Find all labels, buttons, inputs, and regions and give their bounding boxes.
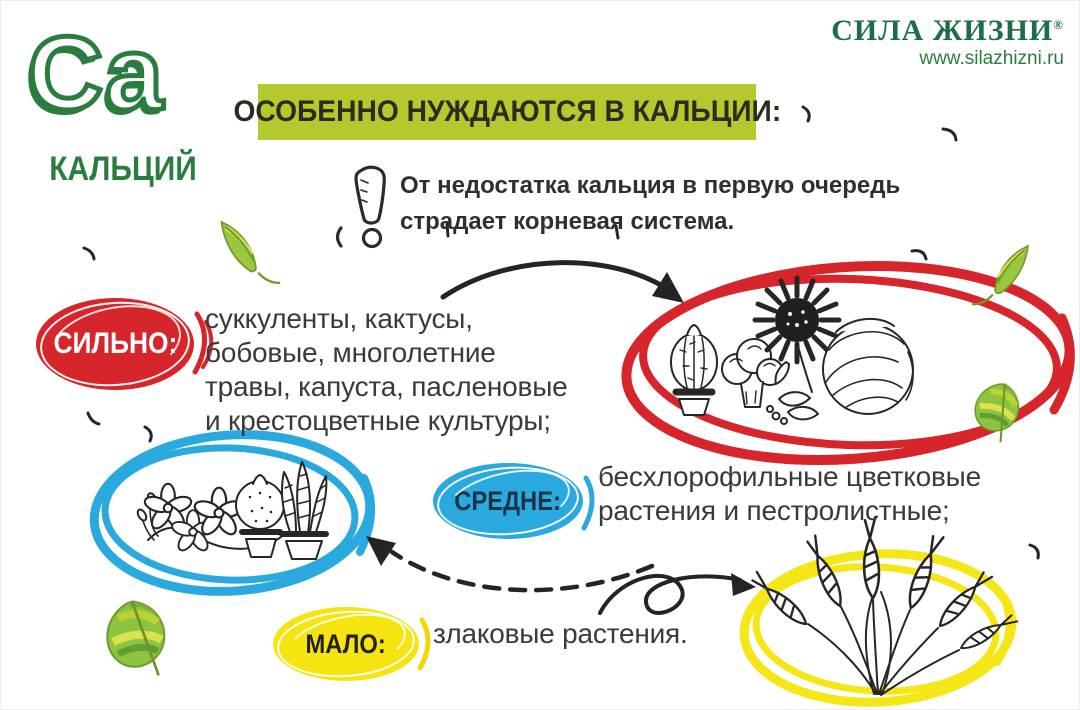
banner: ОСОБЕННО НУЖДАЮТСЯ В КАЛЬЦИИ:	[233, 84, 781, 140]
low-badge: МАЛО:	[273, 607, 419, 681]
medium-description-line: растения и пестролистные;	[598, 495, 950, 526]
beans-icon	[766, 391, 819, 425]
medium-badge: СРЕДНЕ:	[433, 463, 583, 539]
leaf-icon	[104, 598, 169, 681]
curly-arrow-to-low-circle	[598, 573, 756, 615]
wheat-illustration	[747, 515, 1019, 696]
medium-badge-label: СРЕДНЕ:	[454, 485, 562, 516]
note-line: От недостатка кальция в первую очередь	[400, 172, 901, 199]
medium-plants-illustration	[136, 461, 329, 560]
scatter-marks	[82, 105, 1040, 560]
strong-description-line: суккуленты, кактусы,	[205, 303, 473, 334]
strong-circle	[621, 260, 1075, 466]
sunflower-icon	[752, 275, 842, 393]
strong-badge-label: СИЛЬНО:	[53, 327, 177, 360]
cabbage-icon	[822, 317, 914, 415]
brand-name-text: СИЛА ЖИЗНИ	[831, 14, 1054, 47]
element-name: КАЛЬЦИЙ	[49, 150, 197, 188]
brand-website: www.silazhizni.ru	[919, 48, 1064, 69]
striped-succulent-icon	[279, 461, 329, 560]
exclamation-icon	[335, 165, 386, 249]
arrow-to-strong-circle	[440, 260, 684, 303]
dashed-arrow-to-medium-circle	[366, 536, 655, 593]
broccoli-icon	[721, 338, 784, 408]
leaf-icon	[222, 222, 281, 283]
medium-description-line: бесхлорофильные цветковые	[598, 461, 981, 492]
low-badge-label: МАЛО:	[305, 628, 387, 659]
strong-badge: СИЛЬНО:	[36, 298, 194, 390]
element-symbol: Ca	[26, 16, 166, 132]
medium-circle	[89, 430, 376, 596]
cactus-icon	[670, 324, 718, 416]
brand-logo: СИЛА ЖИЗНИ® www.silazhizni.ru	[831, 14, 1064, 70]
strong-description-line: и крестоцветные культуры;	[205, 405, 551, 436]
orchid-icon	[136, 482, 287, 555]
medium-description: бесхлорофильные цветковые растения и пес…	[598, 460, 981, 528]
round-cactus-icon	[235, 474, 285, 558]
low-description-line: злаковые растения.	[433, 618, 688, 649]
note: От недостатка кальция в первую очередь с…	[400, 168, 900, 240]
strong-description-line: бобовые, многолетние	[205, 337, 496, 368]
strong-description: суккуленты, кактусы, бобовые, многолетни…	[205, 302, 568, 438]
brand-name: СИЛА ЖИЗНИ®	[831, 14, 1064, 48]
badge-tails	[192, 311, 595, 671]
strong-plants-illustration	[670, 275, 914, 425]
registered-mark: ®	[1053, 17, 1064, 32]
banner-text: ОСОБЕННО НУЖДАЮТСЯ В КАЛЬЦИИ:	[233, 95, 781, 128]
low-description: злаковые растения.	[433, 617, 688, 651]
note-line: страдает корневая система.	[400, 208, 735, 235]
strong-description-line: травы, капуста, пасленовые	[205, 371, 568, 402]
